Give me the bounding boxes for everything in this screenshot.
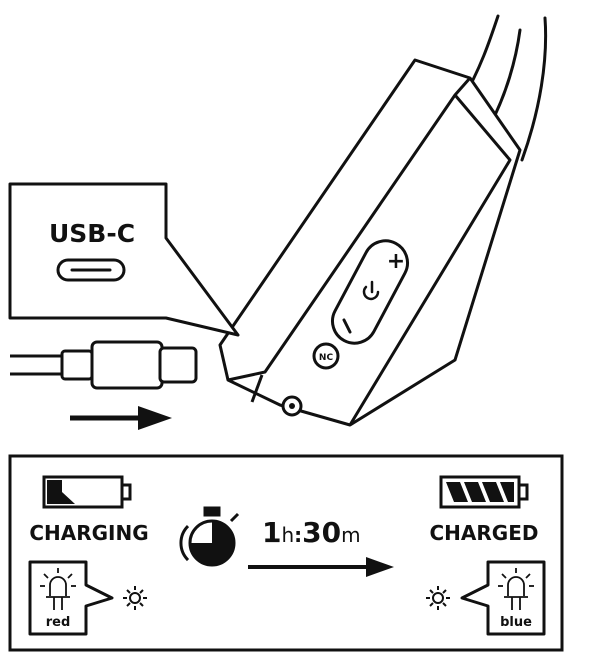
- led-color-label: blue: [500, 615, 532, 630]
- plus-button[interactable]: +: [387, 249, 405, 274]
- light-icon: [426, 586, 450, 610]
- power-icon[interactable]: [362, 280, 380, 301]
- stopwatch-icon: [179, 506, 240, 567]
- nc-button[interactable]: NC: [312, 342, 340, 370]
- led-icon: [498, 568, 534, 610]
- usb-c-label: USB-C: [49, 219, 135, 248]
- light-icon: [123, 586, 147, 610]
- control-pill: [331, 239, 409, 345]
- progress-arrow-icon: [248, 557, 394, 577]
- arrow-right-icon: [70, 406, 172, 430]
- charging-label: CHARGING: [29, 521, 148, 545]
- svg-text:+: +: [387, 249, 405, 274]
- earcup: [218, 58, 522, 427]
- audio-jack-icon: [281, 395, 303, 417]
- minus-button[interactable]: [342, 318, 352, 334]
- charged-label: CHARGED: [430, 521, 539, 545]
- battery-full-icon: [439, 475, 529, 509]
- led-indicator-red: red: [28, 560, 114, 636]
- led-icon: [40, 568, 76, 610]
- svg-text:NC: NC: [319, 353, 334, 363]
- battery-low-icon: [42, 475, 132, 509]
- charge-time: 1h:30m: [262, 516, 361, 549]
- usb-c-callout: USB-C: [8, 182, 240, 337]
- usb-cable-icon: [10, 340, 198, 390]
- led-indicator-blue: blue: [460, 560, 546, 636]
- led-color-label: red: [46, 615, 71, 630]
